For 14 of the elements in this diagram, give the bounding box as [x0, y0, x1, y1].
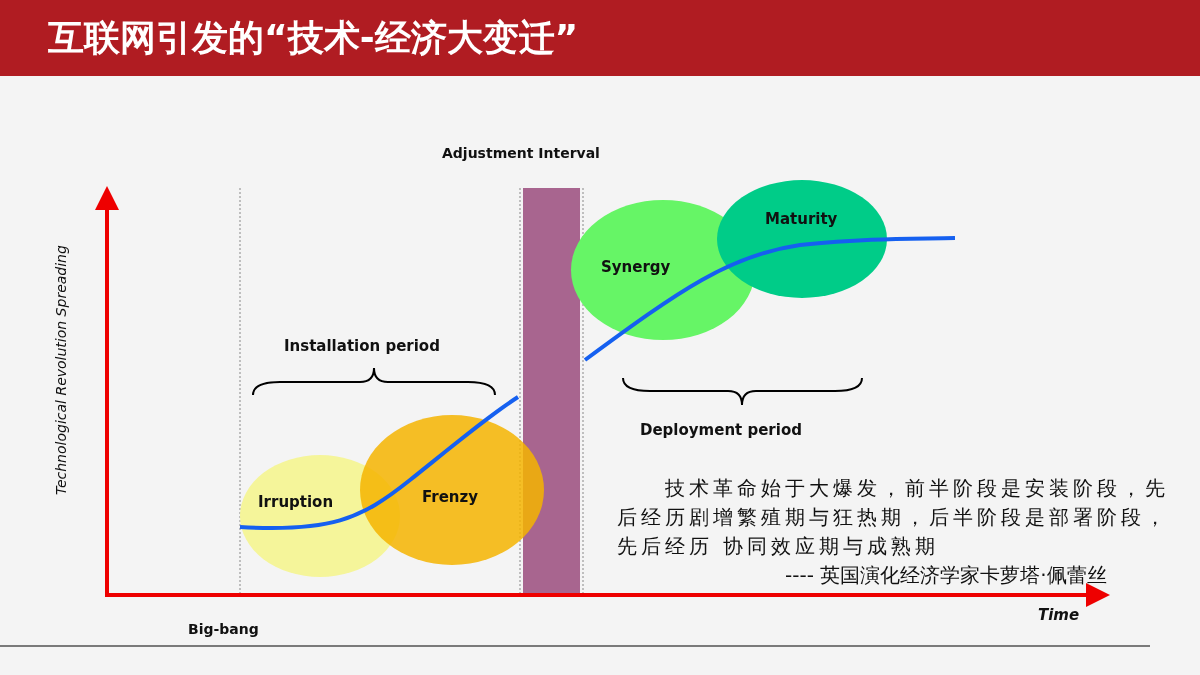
- phase-label: Maturity: [765, 210, 838, 228]
- period-label: Installation period: [284, 337, 440, 355]
- phase-label: Irruption: [258, 493, 334, 511]
- phase-label: Frenzy: [422, 488, 479, 506]
- title: 互联网引发的“技术-经济大变迁”: [48, 16, 579, 60]
- description-text: 技术革命始于大爆发，前半阶段是安装阶段，先后经历剧增繁殖期与狂热期，后半阶段是部署阶段，先后经历 协同效应期与成熟期: [617, 475, 1170, 560]
- interval-label: Adjustment Interval: [442, 145, 600, 161]
- attribution-text: ---- 英国演化经济学家卡萝塔·佩蕾丝: [785, 562, 1107, 589]
- axis-title: Technological Revolution Spreading: [53, 244, 69, 497]
- axis-label: Big-bang: [188, 621, 259, 637]
- period-label: Deployment period: [640, 421, 802, 439]
- phase-label: Synergy: [601, 258, 671, 276]
- axis-title: Time: [1038, 606, 1080, 624]
- adjustment-bar: [523, 188, 580, 593]
